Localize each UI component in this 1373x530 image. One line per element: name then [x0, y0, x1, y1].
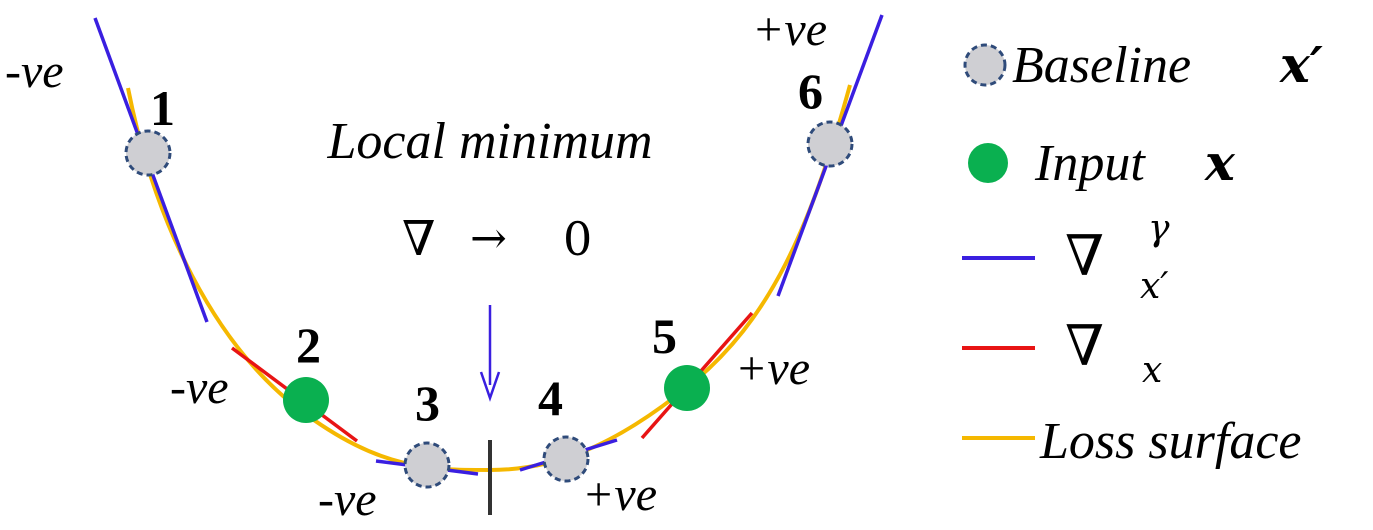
point-number-1: 1 [150, 80, 175, 136]
sign-label-neg-top-left: -ve [5, 45, 64, 98]
sign-label-pos-point4: +ve [582, 468, 657, 521]
input-point-2 [283, 377, 329, 423]
point-number-5: 5 [652, 308, 677, 364]
legend-baseline-symbol: x′ [1279, 35, 1323, 94]
legend-baseline-icon [963, 43, 1007, 87]
legend-loss-surface-label: Loss surface [1039, 413, 1301, 470]
local-minimum-title: Local minimum [327, 113, 653, 170]
input-point-5 [664, 365, 710, 411]
legend-input-gradient-sub: x [1142, 350, 1162, 391]
formula-arrow: → [470, 213, 507, 264]
baseline-point-3 [403, 441, 451, 489]
legend-input-icon [968, 143, 1008, 183]
down-arrow-icon [479, 305, 501, 402]
point-number-3: 3 [415, 375, 440, 431]
legend-input-label: Input [1034, 135, 1146, 192]
sign-label-neg-point2: -ve [170, 361, 229, 414]
formula-nabla: ∇ [402, 211, 436, 267]
gradient-to-zero-formula: ∇ → 0 [402, 211, 592, 267]
legend-baseline-gradient-sub: x′ [1140, 266, 1168, 307]
formula-zero: 0 [563, 212, 592, 266]
baseline-point-6 [806, 120, 854, 168]
legend-baseline-gradient-nabla: ∇ [1065, 224, 1104, 289]
sign-label-neg-point3: -ve [318, 473, 377, 526]
legend: Baseline x′ Input x ∇ γ x′ ∇ x Loss surf… [962, 35, 1323, 470]
legend-baseline-label: Baseline [1012, 37, 1191, 94]
legend-input-symbol: x [1204, 133, 1236, 192]
point-number-6: 6 [798, 63, 823, 119]
baseline-point-1 [124, 129, 172, 177]
legend-input-gradient-nabla: ∇ [1065, 314, 1104, 379]
legend-baseline-gradient-super: γ [1148, 208, 1170, 249]
point-number-4: 4 [538, 370, 563, 426]
point-number-2: 2 [296, 317, 321, 373]
baseline-point-4 [542, 435, 590, 483]
sign-label-pos-top-right: +ve [752, 3, 827, 56]
sign-label-pos-point5: +ve [735, 342, 810, 395]
